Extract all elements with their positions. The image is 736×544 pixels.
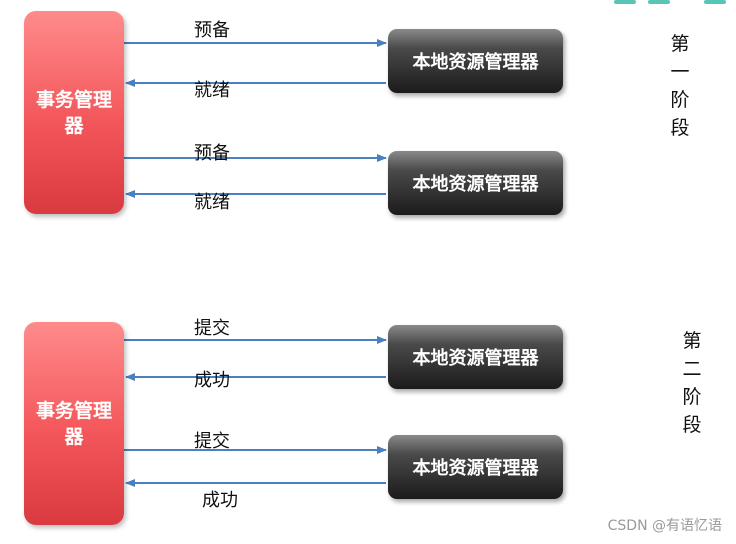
decorative-mark-1 — [614, 0, 636, 4]
transaction-manager-label: 事务管理器 — [36, 399, 113, 448]
phase-two-char: 阶 — [682, 386, 702, 408]
phase-two-char: 段 — [682, 414, 702, 436]
phase-one-char: 一 — [670, 61, 690, 83]
resource-manager-label: 本地资源管理器 — [412, 52, 539, 73]
resource-manager-label: 本地资源管理器 — [412, 348, 539, 369]
phase-two-char: 第 — [682, 330, 702, 352]
phase-one-label: 第 一 阶 段 — [667, 30, 693, 142]
resource-manager-box-2: 本地资源管理器 — [388, 151, 563, 215]
resource-manager-label: 本地资源管理器 — [412, 458, 539, 479]
label-prepare-1: 预备 — [194, 20, 230, 41]
phase-one-char: 段 — [670, 117, 690, 139]
transaction-manager-label: 事务管理器 — [36, 88, 113, 137]
resource-manager-box-4: 本地资源管理器 — [388, 435, 563, 499]
label-success-2: 成功 — [202, 490, 238, 511]
label-success-1: 成功 — [194, 370, 230, 391]
decorative-mark-2 — [648, 0, 670, 4]
resource-manager-box-3: 本地资源管理器 — [388, 325, 563, 389]
decorative-mark-3 — [704, 0, 726, 4]
resource-manager-label: 本地资源管理器 — [412, 174, 539, 195]
label-ready-2: 就绪 — [194, 192, 230, 213]
phase-one-char: 阶 — [670, 89, 690, 111]
label-ready-1: 就绪 — [194, 80, 230, 101]
label-prepare-2: 预备 — [194, 143, 230, 164]
resource-manager-box-1: 本地资源管理器 — [388, 29, 563, 93]
phase-two-label: 第 二 阶 段 — [679, 327, 705, 439]
transaction-manager-box-phase1: 事务管理器 — [24, 11, 124, 214]
watermark: CSDN @有语忆语 — [607, 518, 722, 534]
transaction-manager-box-phase2: 事务管理器 — [24, 322, 124, 525]
phase-one-char: 第 — [670, 33, 690, 55]
phase-two-char: 二 — [682, 358, 702, 380]
label-commit-1: 提交 — [194, 318, 230, 339]
label-commit-2: 提交 — [194, 431, 230, 452]
